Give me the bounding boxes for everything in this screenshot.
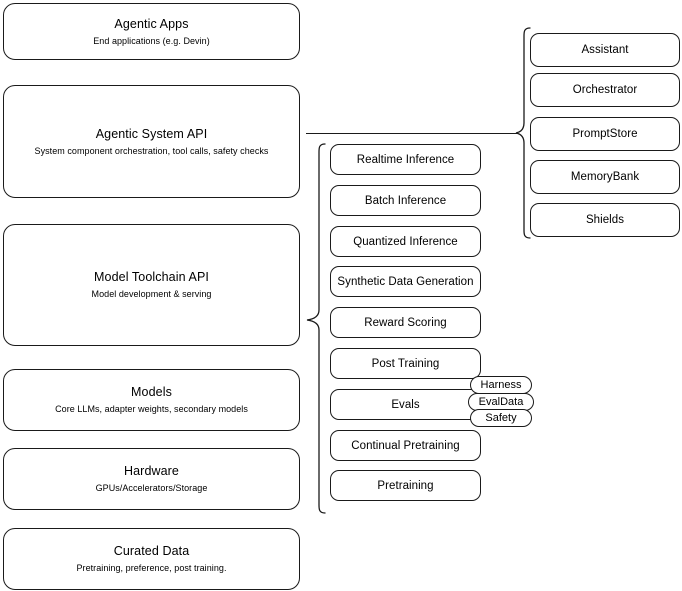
connector-line-system-api-to-components xyxy=(306,133,518,135)
layer-title: Agentic Apps xyxy=(114,16,189,31)
component-label: PromptStore xyxy=(572,128,638,140)
eval-tag-safety[interactable]: Safety xyxy=(470,409,532,427)
layer-box-hardware[interactable]: Hardware GPUs/Accelerators/Storage xyxy=(3,448,300,510)
capability-label: Realtime Inference xyxy=(356,153,455,166)
capability-box-synthetic-data-generation[interactable]: Synthetic Data Generation xyxy=(330,266,481,297)
component-box-memorybank[interactable]: MemoryBank xyxy=(530,160,680,194)
brace-middle-column xyxy=(305,142,327,517)
layer-box-model-toolchain-api[interactable]: Model Toolchain API Model development & … xyxy=(3,224,300,346)
eval-tag-label: EvalData xyxy=(478,395,524,408)
eval-tag-label: Safety xyxy=(485,411,517,424)
capability-box-realtime-inference[interactable]: Realtime Inference xyxy=(330,144,481,175)
layer-subtitle: Model development & serving xyxy=(91,289,212,299)
layer-title: Hardware xyxy=(124,464,179,478)
capability-label: Quantized Inference xyxy=(353,235,458,248)
component-box-assistant[interactable]: Assistant xyxy=(530,33,680,67)
capability-label: Reward Scoring xyxy=(364,316,447,329)
layer-subtitle: GPUs/Accelerators/Storage xyxy=(95,483,208,493)
capability-label: Synthetic Data Generation xyxy=(337,275,474,288)
capability-label: Post Training xyxy=(371,357,440,370)
eval-tag-evaldata[interactable]: EvalData xyxy=(468,393,534,411)
capability-label: Batch Inference xyxy=(364,194,447,207)
capability-box-quantized-inference[interactable]: Quantized Inference xyxy=(330,226,481,257)
layer-title: Models xyxy=(131,385,172,399)
layer-box-agentic-apps[interactable]: Agentic Apps End applications (e.g. Devi… xyxy=(3,3,300,60)
capability-box-pretraining[interactable]: Pretraining xyxy=(330,470,481,501)
layer-subtitle: Pretraining, preference, post training. xyxy=(76,563,227,573)
eval-tag-harness[interactable]: Harness xyxy=(470,376,532,394)
component-label: MemoryBank xyxy=(570,171,640,183)
layer-title: Model Toolchain API xyxy=(94,270,209,284)
component-box-shields[interactable]: Shields xyxy=(530,203,680,237)
layer-box-models[interactable]: Models Core LLMs, adapter weights, secon… xyxy=(3,369,300,431)
layer-subtitle: Core LLMs, adapter weights, secondary mo… xyxy=(55,404,248,414)
component-box-orchestrator[interactable]: Orchestrator xyxy=(530,73,680,107)
component-label: Assistant xyxy=(581,44,629,56)
layer-title: Curated Data xyxy=(113,544,190,558)
eval-tag-label: Harness xyxy=(480,378,522,391)
capability-label: Evals xyxy=(391,398,420,411)
capability-label: Continual Pretraining xyxy=(351,439,460,452)
capability-box-reward-scoring[interactable]: Reward Scoring xyxy=(330,307,481,338)
capability-box-continual-pretraining[interactable]: Continual Pretraining xyxy=(330,430,481,461)
layer-box-agentic-system-api[interactable]: Agentic System API System component orch… xyxy=(3,85,300,198)
capability-box-evals[interactable]: Evals xyxy=(330,389,481,420)
brace-right-column xyxy=(514,26,532,240)
component-box-promptstore[interactable]: PromptStore xyxy=(530,117,680,151)
component-label: Orchestrator xyxy=(572,84,638,96)
layer-title: Agentic System API xyxy=(95,126,208,141)
capability-box-post-training[interactable]: Post Training xyxy=(330,348,481,379)
layer-subtitle: System component orchestration, tool cal… xyxy=(34,145,269,156)
layer-box-curated-data[interactable]: Curated Data Pretraining, preference, po… xyxy=(3,528,300,590)
capability-box-batch-inference[interactable]: Batch Inference xyxy=(330,185,481,216)
capability-label: Pretraining xyxy=(377,479,434,492)
component-label: Shields xyxy=(585,214,625,226)
layer-subtitle: End applications (e.g. Devin) xyxy=(93,35,210,46)
